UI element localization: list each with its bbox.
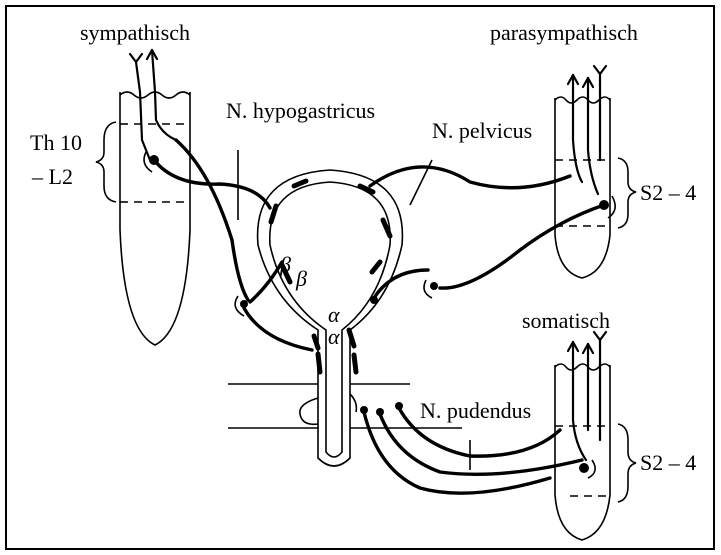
ganglion-neuron bbox=[240, 300, 248, 308]
brace-thoracolumbar bbox=[96, 122, 116, 202]
spinal-cord-sacral-upper bbox=[555, 97, 610, 278]
label-somatic: somatisch bbox=[522, 308, 610, 333]
bladder-ganglion bbox=[370, 296, 378, 304]
motor-end-plate-2 bbox=[376, 408, 384, 416]
ganglion-neuron-pelvic bbox=[430, 282, 438, 290]
label-th10: Th 10 bbox=[30, 130, 82, 155]
diagram-frame bbox=[6, 6, 714, 549]
label-beta-receptor-2: β bbox=[295, 266, 307, 291]
label-s2-4-upper: S2 – 4 bbox=[640, 180, 696, 205]
somatic-neuron-soma bbox=[579, 463, 589, 473]
label-sympathetic: sympathisch bbox=[80, 20, 190, 45]
spinal-cord-thoracolumbar bbox=[120, 92, 190, 345]
sympathetic-pathways bbox=[130, 50, 312, 350]
motor-end-plate-3 bbox=[395, 402, 403, 410]
motor-end-plate-1 bbox=[360, 406, 368, 414]
sympathetic-neuron-soma bbox=[149, 155, 159, 165]
label-n-pudendus: N. pudendus bbox=[420, 398, 531, 423]
label-parasympathetic: parasympathisch bbox=[490, 20, 638, 45]
label-beta-receptor-1: β bbox=[279, 252, 291, 277]
parasympathetic-pathways bbox=[370, 66, 615, 304]
brace-sacral-upper bbox=[618, 158, 636, 228]
brace-sacral-lower bbox=[618, 424, 636, 502]
label-s2-4-lower: S2 – 4 bbox=[640, 450, 696, 475]
parasympathetic-neuron-soma bbox=[599, 200, 609, 210]
label-l2: – L2 bbox=[31, 164, 73, 189]
label-alpha-receptor-2: α bbox=[328, 324, 340, 349]
label-n-hypogastricus: N. hypogastricus bbox=[226, 98, 375, 123]
label-n-pelvicus: N. pelvicus bbox=[432, 118, 532, 143]
